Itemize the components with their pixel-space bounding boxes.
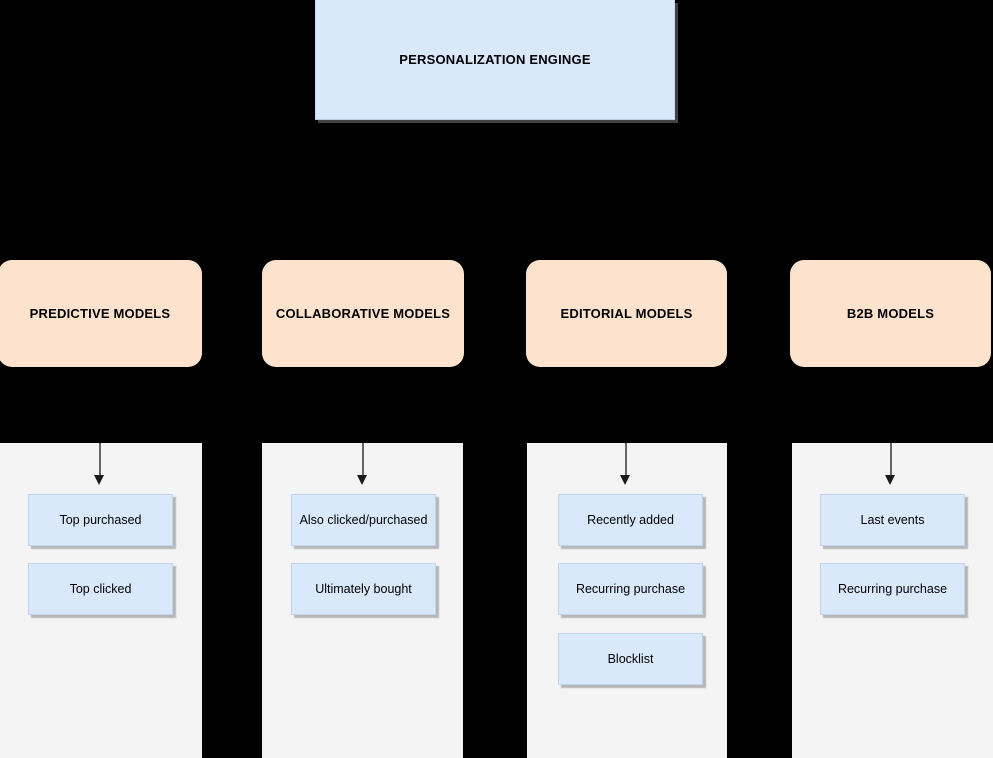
item-label: Blocklist — [607, 651, 654, 666]
item-box-top-purchased[interactable]: Top purchased — [28, 494, 173, 546]
item-label: Recurring purchase — [575, 581, 686, 596]
item-label: Recently added — [587, 512, 674, 527]
item-label: Recurring purchase — [837, 581, 948, 596]
model-node-collaborative[interactable]: COLLABORATIVE MODELS — [262, 260, 464, 367]
item-label: Ultimately bought — [315, 581, 412, 596]
item-box-ultimately-bought[interactable]: Ultimately bought — [291, 563, 436, 615]
item-box-recently-added[interactable]: Recently added — [558, 494, 703, 546]
arrow-down-icon-editorial — [619, 443, 632, 485]
item-box-recurring-purchase[interactable]: Recurring purchase — [558, 563, 703, 615]
model-node-b2b[interactable]: B2B MODELS — [790, 260, 991, 367]
item-label: Also clicked/purchased — [299, 512, 428, 527]
item-box-also-clicked-purchased[interactable]: Also clicked/purchased — [291, 494, 436, 546]
column-panel-predictive: Top purchased Top clicked — [0, 443, 202, 758]
item-box-top-clicked[interactable]: Top clicked — [28, 563, 173, 615]
arrow-down-icon-predictive — [93, 443, 106, 485]
model-node-b2b-label: B2B MODELS — [846, 306, 935, 321]
item-box-recurring-purchase-b2b[interactable]: Recurring purchase — [820, 563, 965, 615]
personalization-engine-node[interactable]: PERSONALIZATION ENGINGE — [315, 0, 675, 120]
item-box-blocklist[interactable]: Blocklist — [558, 633, 703, 685]
item-label: Top purchased — [59, 512, 142, 527]
item-label: Last events — [860, 512, 925, 527]
model-node-editorial-label: EDITORIAL MODELS — [560, 306, 693, 321]
model-node-editorial[interactable]: EDITORIAL MODELS — [526, 260, 727, 367]
model-node-predictive[interactable]: PREDICTIVE MODELS — [0, 260, 202, 367]
column-panel-editorial: Recently added Recurring purchase Blockl… — [527, 443, 727, 758]
arrow-down-icon-b2b — [884, 443, 897, 485]
column-panel-collaborative: Also clicked/purchased Ultimately bought — [262, 443, 463, 758]
model-node-collaborative-label: COLLABORATIVE MODELS — [275, 306, 451, 321]
item-label: Top clicked — [69, 581, 132, 596]
arrow-down-icon-collaborative — [356, 443, 369, 485]
model-node-predictive-label: PREDICTIVE MODELS — [29, 306, 171, 321]
item-box-last-events[interactable]: Last events — [820, 494, 965, 546]
personalization-engine-label: PERSONALIZATION ENGINGE — [399, 52, 591, 67]
column-panel-b2b: Last events Recurring purchase — [792, 443, 993, 758]
